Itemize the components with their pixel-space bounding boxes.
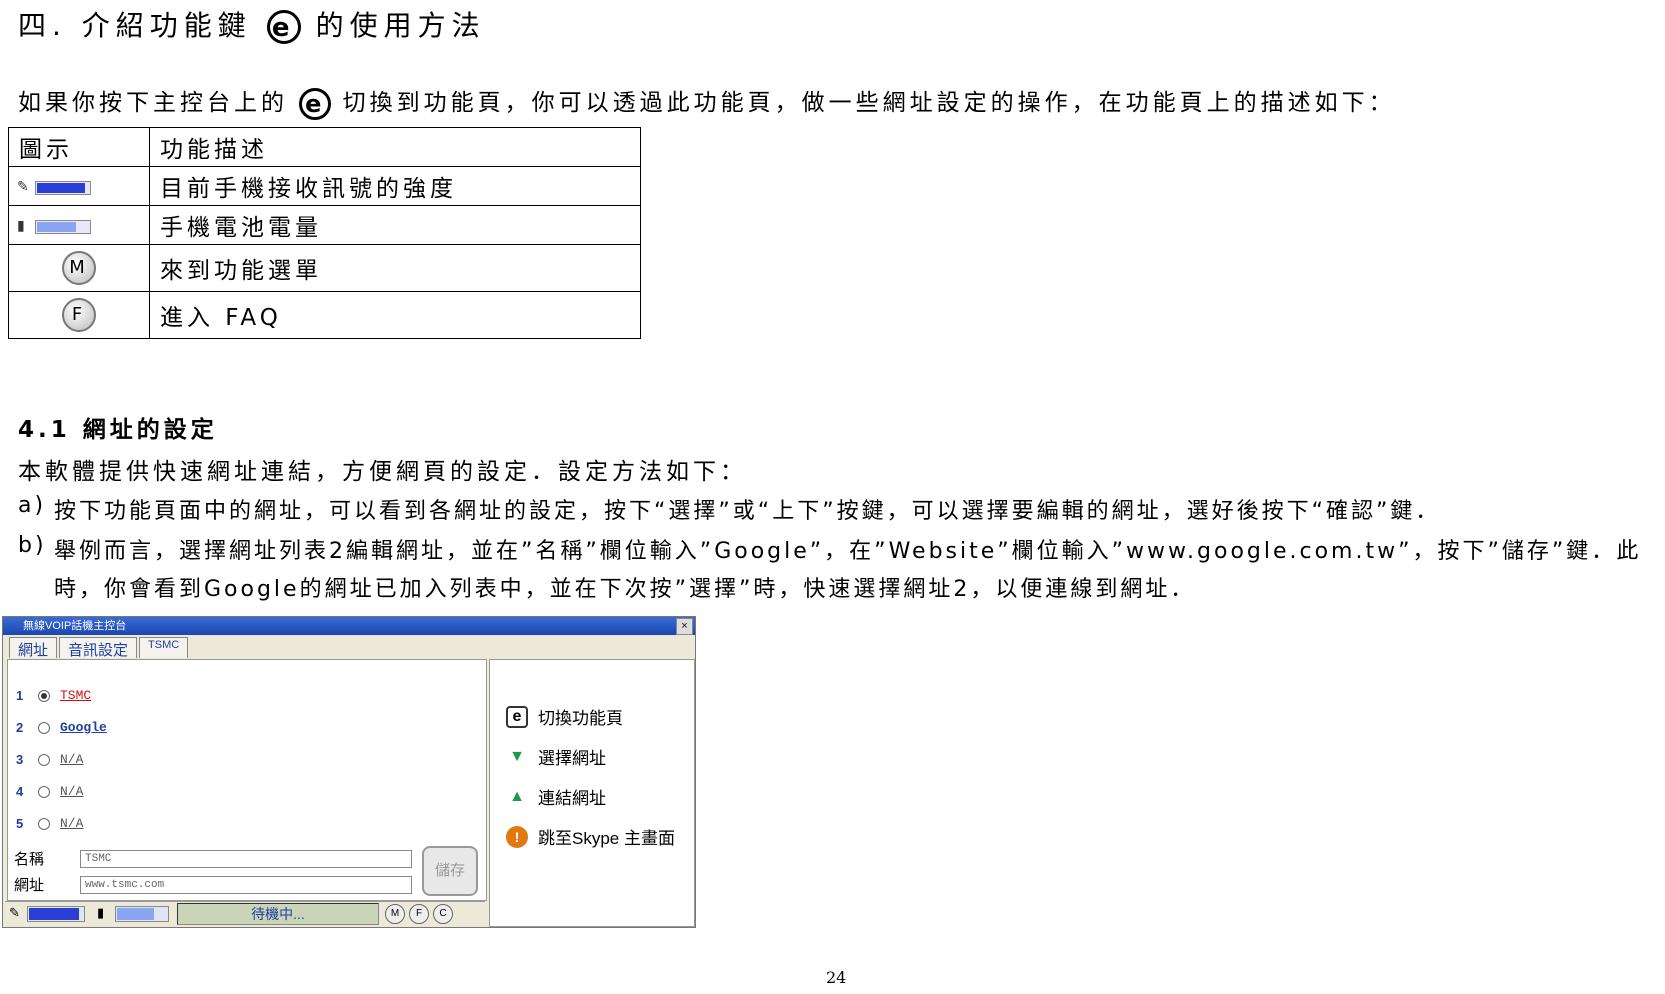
triangle-up-icon: ▲ (509, 787, 525, 805)
e-icon: e (266, 10, 301, 44)
radio-button[interactable] (38, 721, 50, 734)
table-row: ▮ 手機電池電量 (8, 205, 641, 245)
header-icon: 圖示 (8, 127, 150, 167)
list-item[interactable]: 4 N/A (16, 784, 84, 799)
header-desc: 功能描述 (149, 127, 641, 167)
save-button[interactable]: 儲存 (422, 846, 478, 896)
heading-prefix: 四. 介紹功能鍵 (18, 9, 252, 42)
step-marker: b) (18, 533, 47, 558)
radio-button[interactable] (38, 817, 50, 830)
radio-button[interactable] (38, 753, 50, 766)
status-bar: ✎ ▮ 待機中... M F C (5, 901, 485, 926)
legend-label: 來到功能選單 (149, 244, 641, 292)
list-item[interactable]: 2 Google (16, 720, 107, 735)
intro-suffix: 切換到功能頁，你可以透過此功能頁，做一些網址設定的操作，在功能頁上的描述如下： (342, 90, 1396, 116)
list-item[interactable]: 5 N/A (16, 816, 84, 831)
select-url-item[interactable]: ▼ 選擇網址 (506, 744, 606, 769)
page-number: 24 (826, 968, 847, 987)
link-url-item[interactable]: ▲ 連結網址 (506, 784, 606, 809)
tab-url[interactable]: 網址 (9, 637, 58, 659)
signal-strength-bar (27, 906, 85, 922)
c-button[interactable]: C (433, 904, 453, 924)
step-text: 按下功能頁面中的網址，可以看到各網址的設定，按下“選擇”或“上下”按鍵，可以選擇… (54, 499, 1441, 524)
window-titlebar: 無線VOIP話機主控台 × (3, 617, 695, 635)
url-link[interactable]: N/A (60, 752, 84, 767)
table-row: ✎ 目前手機接收訊號的強度 (8, 166, 641, 206)
legend-label: 進入 FAQ (149, 291, 641, 339)
e-icon: e (506, 705, 528, 728)
legend-label: 手機電池電量 (149, 205, 641, 245)
url-link[interactable]: N/A (60, 816, 84, 831)
battery-bar (115, 906, 169, 922)
url-label: 網址 (14, 877, 45, 894)
m-button[interactable]: M (385, 904, 405, 924)
radio-button[interactable] (38, 785, 50, 798)
tab-bar: 網址 音訊設定 TSMC (9, 637, 190, 659)
icon-legend-table: 圖示 功能描述 ✎ 目前手機接收訊號的強度 ▮ 手機電池電量 M 來到功能選單 … (8, 127, 641, 339)
url-list-panel: 1 TSMC 2 Google 3 N/A 4 N/A 5 N/A 名稱 TSM… (7, 659, 487, 901)
subsection-title: 4.1 網址的設定 (18, 417, 218, 443)
legend-label: 目前手機接收訊號的強度 (149, 166, 641, 206)
skype-home-item[interactable]: ! 跳至Skype 主畫面 (506, 824, 675, 849)
triangle-down-icon: ▼ (509, 747, 525, 765)
table-row: F 進入 FAQ (8, 291, 641, 339)
url-link[interactable]: TSMC (60, 688, 92, 703)
info-icon: ! (506, 825, 528, 848)
url-link[interactable]: N/A (60, 784, 84, 799)
battery-icon: ▮ (17, 216, 91, 236)
radio-button[interactable] (38, 689, 50, 702)
f-button-icon: F (62, 298, 96, 332)
section-heading: 四. 介紹功能鍵 e 的使用方法 (18, 4, 486, 44)
name-field[interactable]: TSMC (80, 850, 412, 868)
subsection-desc: 本軟體提供快速網址連結，方便網頁的設定．設定方法如下： (18, 459, 747, 485)
switch-function-item[interactable]: e 切換功能頁 (506, 704, 623, 729)
intro-paragraph: 如果你按下主控台上的 e 切換到功能頁，你可以透過此功能頁，做一些網址設定的操作… (18, 83, 1396, 120)
window-title: 無線VOIP話機主控台 (23, 620, 127, 632)
signal-icon: ✎ (9, 905, 20, 920)
heading-suffix: 的使用方法 (315, 9, 486, 42)
battery-icon: ▮ (97, 905, 105, 920)
signal-strength-icon: ✎ (17, 177, 91, 197)
list-item[interactable]: 3 N/A (16, 752, 84, 767)
table-row: M 來到功能選單 (8, 244, 641, 292)
url-link[interactable]: Google (60, 720, 107, 735)
tab-audio-settings[interactable]: 音訊設定 (59, 637, 138, 659)
m-button-icon: M (62, 251, 96, 285)
list-item[interactable]: 1 TSMC (16, 688, 92, 703)
step-text: 舉例而言，選擇網址列表2編輯網址，並在”名稱”欄位輸入”Google”，在”We… (54, 539, 1642, 602)
e-icon: e (299, 87, 332, 120)
f-button[interactable]: F (409, 904, 429, 924)
step-marker: a) (18, 493, 47, 518)
name-label: 名稱 (14, 851, 45, 868)
table-header-row: 圖示 功能描述 (8, 127, 641, 167)
url-field[interactable]: www.tsmc.com (80, 876, 412, 894)
function-panel: e 切換功能頁 ▼ 選擇網址 ▲ 連結網址 ! 跳至Skype 主畫面 (489, 659, 695, 927)
app-window-screenshot: 無線VOIP話機主控台 × 網址 音訊設定 TSMC 1 TSMC 2 Goog… (2, 616, 696, 928)
tab-tsmc[interactable]: TSMC (139, 637, 189, 658)
status-text: 待機中... (177, 903, 379, 925)
close-icon[interactable]: × (676, 618, 693, 635)
intro-prefix: 如果你按下主控台上的 (18, 90, 288, 116)
